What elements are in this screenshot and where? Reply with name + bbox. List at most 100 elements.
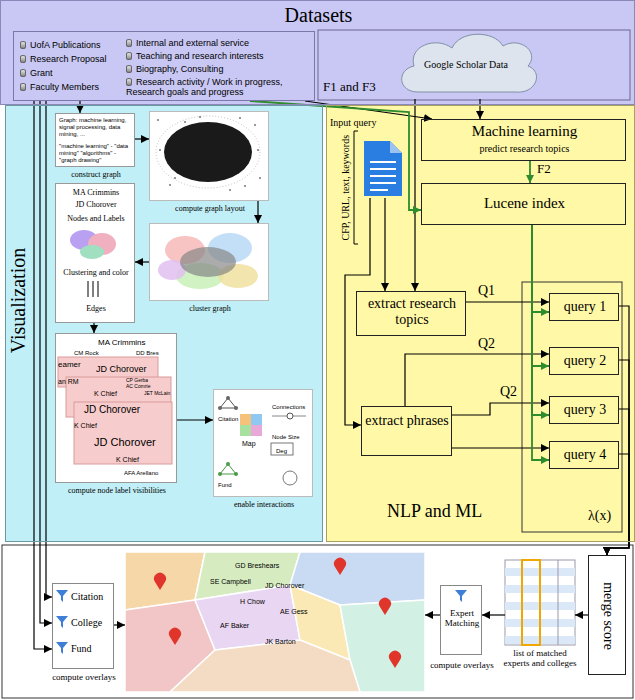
connector bbox=[135, 138, 149, 139]
graph-layout-art bbox=[199, 116, 201, 118]
connector bbox=[607, 454, 629, 555]
node-text: Grant bbox=[20, 68, 124, 78]
node-text: Deg bbox=[276, 448, 296, 455]
document-icon bbox=[370, 175, 396, 177]
cluster-color-art bbox=[70, 230, 116, 259]
node-text: Teaching and research interests bbox=[126, 51, 312, 61]
document-icon bbox=[370, 162, 396, 190]
node-fill bbox=[356, 291, 466, 336]
connector bbox=[532, 225, 549, 312]
node-fill bbox=[326, 105, 635, 542]
node-fill bbox=[55, 183, 135, 323]
node-fill bbox=[421, 119, 626, 161]
query-box: query 1 bbox=[549, 293, 619, 321]
node-text: query 2 bbox=[550, 353, 620, 369]
filter-icons bbox=[455, 590, 467, 602]
query-group-frame bbox=[522, 282, 622, 532]
graph-layout-art bbox=[239, 117, 241, 119]
table-art bbox=[522, 560, 558, 645]
graph-layout-art bbox=[157, 119, 159, 121]
query-box: query 2 bbox=[549, 347, 619, 375]
node-text: CP Gerba bbox=[126, 378, 174, 384]
node-text: Expert Matching bbox=[441, 608, 483, 629]
graph-layout-art bbox=[174, 177, 176, 179]
map-art bbox=[170, 640, 360, 692]
document-icon bbox=[370, 182, 396, 184]
table-view: list of matched experts and colleges bbox=[505, 560, 575, 645]
graph-layout-art bbox=[169, 184, 171, 186]
connector bbox=[532, 225, 549, 460]
node-fill bbox=[549, 441, 619, 469]
connector bbox=[532, 225, 549, 415]
node-text: MA Crimmins bbox=[98, 338, 168, 347]
bottom-panel bbox=[2, 545, 633, 698]
node-fill bbox=[55, 113, 135, 167]
node-text: UofA Publications bbox=[20, 40, 124, 50]
interaction-icons bbox=[226, 462, 230, 466]
node-text: College bbox=[71, 617, 113, 629]
node-text: merge score bbox=[600, 566, 616, 666]
node-text: Map bbox=[242, 440, 276, 448]
document-icon bbox=[364, 141, 402, 196]
filter-icons bbox=[56, 642, 68, 654]
connector bbox=[607, 409, 629, 555]
connector bbox=[532, 225, 549, 366]
node-text: Node Size bbox=[272, 434, 312, 441]
map-pin bbox=[169, 628, 181, 645]
dataset-list: UofA PublicationsResearch ProposalGrantF… bbox=[13, 31, 315, 101]
map-pin bbox=[334, 558, 346, 575]
table-art bbox=[505, 560, 575, 645]
document-icon bbox=[370, 161, 396, 163]
node-text: Lucene index bbox=[422, 195, 627, 212]
node-fill bbox=[149, 223, 269, 301]
connector bbox=[452, 403, 549, 415]
node-fill bbox=[5, 105, 323, 542]
filter-icons bbox=[56, 590, 68, 602]
map-art bbox=[125, 552, 425, 692]
node-text: Research Proposal bbox=[20, 54, 124, 64]
node-fill bbox=[421, 183, 626, 225]
connector bbox=[114, 624, 125, 625]
filter-box: CitationCollegeFundcompute overlays bbox=[52, 583, 114, 669]
node-fill bbox=[549, 396, 619, 424]
interaction-icons bbox=[234, 472, 238, 476]
node-text: AFA Arellano bbox=[124, 470, 176, 477]
node-text: Google Scholar Data bbox=[399, 59, 533, 71]
thumbnail-box: Graph: machine learning, signal processi… bbox=[55, 113, 135, 167]
node-text: cluster graph bbox=[150, 304, 270, 313]
map-art bbox=[125, 552, 425, 692]
map-pin bbox=[379, 598, 391, 615]
query-group-frame bbox=[522, 282, 622, 532]
node-text: Research activity / Work in progress, Re… bbox=[126, 77, 312, 98]
interaction-icons bbox=[234, 406, 238, 410]
filter-box: Expert Matchingcompute overlays bbox=[440, 585, 482, 655]
interaction-icons bbox=[218, 406, 222, 410]
connector bbox=[40, 101, 52, 623]
node-text: query 4 bbox=[550, 447, 620, 463]
annotation-label: Input query bbox=[330, 117, 376, 129]
node-text: query 3 bbox=[550, 402, 620, 418]
connector bbox=[452, 447, 549, 448]
thumbnail-box: MA CrimminsJD ChoroverNodes and LabelsCl… bbox=[55, 183, 135, 323]
band-panel: VisualizationGraph: machine learning, si… bbox=[5, 105, 323, 542]
node-text: AF Baker bbox=[220, 622, 280, 630]
node-text: Graph: machine learning, signal processi… bbox=[59, 117, 133, 138]
graph-layout-art bbox=[229, 189, 231, 191]
graph-layout-art bbox=[156, 116, 260, 188]
edge-label: Q2 bbox=[500, 384, 517, 400]
interaction-icons bbox=[226, 396, 230, 400]
process-box: Lucene index bbox=[421, 183, 626, 225]
node-text: eamer bbox=[58, 360, 88, 369]
query-box: query 4 bbox=[549, 441, 619, 469]
node-text: Edges bbox=[58, 304, 134, 313]
node-text: Clustering and color bbox=[58, 268, 134, 277]
node-text: Fund bbox=[218, 482, 258, 489]
node-text: compute graph layout bbox=[150, 204, 270, 213]
connector bbox=[257, 201, 258, 223]
interaction-icons bbox=[287, 413, 293, 419]
graph-layout-art bbox=[159, 149, 161, 151]
connector bbox=[46, 101, 52, 597]
node-text: "machine learning" - "data mining" "algo… bbox=[59, 143, 133, 164]
connector bbox=[466, 301, 549, 302]
